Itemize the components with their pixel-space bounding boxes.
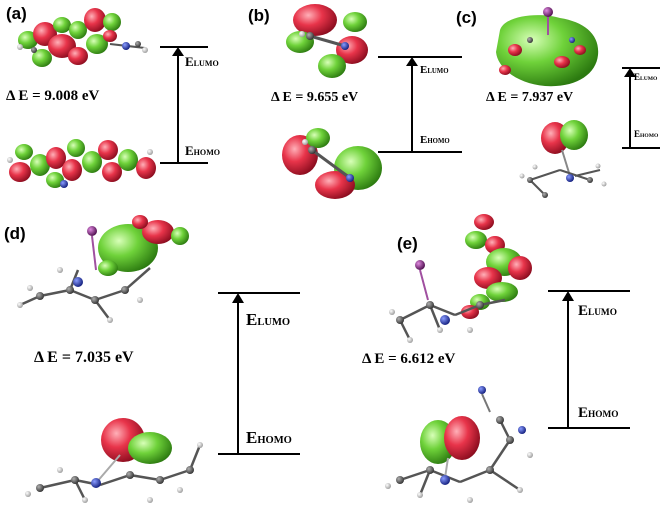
- panel-d-lumo-orbital: [17, 215, 189, 323]
- panel-e-lumo-orbital: [389, 214, 532, 343]
- panel-c-homo-orbital: [519, 120, 607, 198]
- panel-b-delta-e: Δ E = 9.655 eV: [271, 90, 359, 105]
- panel-b-e-homo: EHOMO: [420, 134, 450, 146]
- panel-a-energy-diagram: [160, 46, 208, 164]
- panel-a-e-lumo: ELUMO: [185, 54, 219, 69]
- panel-b-lumo-orbital: [286, 4, 368, 78]
- panel-c-e-lumo: ELUMO: [634, 72, 658, 82]
- panel-a-delta-e: Δ E = 9.008 eV: [6, 88, 100, 104]
- panel-a-e-homo: EHOMO: [185, 143, 221, 158]
- panel-label-e: (e): [397, 234, 418, 253]
- panel-label-a: (a): [6, 4, 27, 23]
- panel-label-d: (d): [4, 224, 26, 243]
- panel-b-e-lumo: ELUMO: [420, 64, 449, 76]
- panel-c-energy-diagram: [622, 67, 660, 149]
- panel-e-delta-e: Δ E = 6.612 eV: [362, 351, 456, 367]
- panel-d-delta-e: Δ E = 7.035 eV: [34, 349, 134, 366]
- panel-d-homo-orbital: [25, 418, 203, 503]
- panel-b-energy-diagram: [378, 56, 462, 153]
- panel-e-e-lumo: ELUMO: [578, 303, 617, 319]
- panel-e-energy-diagram: [548, 290, 630, 429]
- panel-b-homo-orbital: [282, 128, 382, 199]
- panel-d-e-homo: EHOMO: [246, 428, 292, 447]
- panel-d-e-lumo: ELUMO: [246, 310, 291, 329]
- panel-c-e-homo: EHOMO: [634, 129, 659, 139]
- panel-a-lumo-orbital: [17, 8, 148, 67]
- panel-d-energy-diagram: [218, 292, 300, 455]
- panel-e-homo-orbital: [385, 386, 533, 503]
- panel-label-c: (c): [456, 8, 477, 27]
- panel-a-homo-orbital: [7, 139, 156, 188]
- panel-e-e-homo: EHOMO: [578, 405, 619, 421]
- panel-c-delta-e: Δ E = 7.937 eV: [486, 90, 574, 105]
- panel-c-lumo-orbital: [496, 7, 599, 87]
- panel-label-b: (b): [248, 6, 270, 25]
